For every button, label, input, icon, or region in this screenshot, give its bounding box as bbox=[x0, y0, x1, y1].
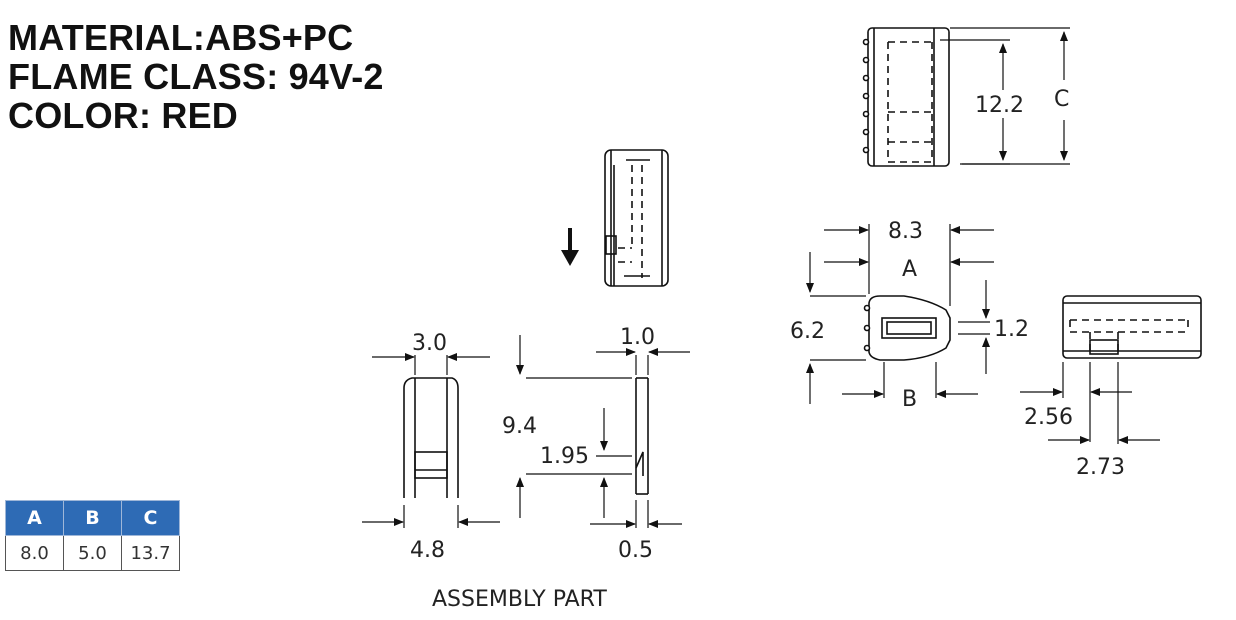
dim-label-bottom-width: 4.8 bbox=[410, 538, 445, 563]
dim-label-b: B bbox=[902, 387, 917, 412]
dim-right-left bbox=[1020, 362, 1132, 442]
dim-label-top-width: 3.0 bbox=[412, 331, 447, 356]
dim-label-right-left: 2.56 bbox=[1024, 405, 1073, 430]
dim-label-front-width: 8.3 bbox=[888, 219, 923, 244]
dim-label-side-top: 1.0 bbox=[620, 325, 655, 350]
material-label: MATERIAL:ABS+PC bbox=[8, 17, 354, 58]
dim-bottom-width bbox=[362, 505, 500, 528]
dim-top-width bbox=[372, 353, 490, 375]
front-view-part bbox=[863, 295, 951, 361]
caption-assembly-part: ASSEMBLY PART bbox=[432, 587, 607, 612]
insertion-part bbox=[604, 149, 669, 287]
dim-front-width bbox=[824, 224, 994, 306]
dim-front-height bbox=[806, 252, 866, 404]
housing-side-view bbox=[635, 377, 649, 495]
dim-label-side-step: 1.95 bbox=[540, 444, 589, 469]
dim-side-top bbox=[596, 348, 690, 375]
table-cell-a: 8.0 bbox=[5, 535, 64, 571]
dim-label-front-slot: 1.2 bbox=[994, 317, 1029, 342]
dim-right-right bbox=[1048, 362, 1160, 444]
right-side-view-part bbox=[1062, 295, 1202, 359]
dim-side-step bbox=[596, 408, 632, 518]
dimension-table: A B C 8.0 5.0 13.7 bbox=[5, 500, 180, 571]
dim-label-a: A bbox=[902, 257, 917, 282]
dim-label-front-height: 6.2 bbox=[790, 319, 825, 344]
dim-label-top-view-height: 12.2 bbox=[975, 93, 1024, 118]
color-label: COLOR: RED bbox=[8, 95, 238, 136]
spec-block: MATERIAL:ABS+PC FLAME CLASS: 94V-2 COLOR… bbox=[8, 18, 384, 135]
dim-top-view-height bbox=[940, 27, 1070, 165]
dim-label-side-bottom: 0.5 bbox=[618, 538, 653, 563]
top-view-part bbox=[862, 27, 950, 167]
dim-label-right-right: 2.73 bbox=[1076, 455, 1125, 480]
dim-front-b bbox=[842, 362, 978, 398]
dim-side-bottom bbox=[590, 500, 682, 528]
down-arrow-icon bbox=[561, 228, 579, 266]
table-cell-c: 13.7 bbox=[121, 535, 180, 571]
flame-class-label: FLAME CLASS: 94V-2 bbox=[8, 56, 384, 97]
housing-front-view bbox=[403, 377, 459, 498]
table-row: 8.0 5.0 13.7 bbox=[5, 535, 180, 571]
table-header-c: C bbox=[121, 500, 180, 536]
dim-side-height bbox=[516, 335, 632, 518]
dim-label-c: C bbox=[1054, 87, 1069, 112]
table-header-row: A B C bbox=[5, 500, 180, 536]
table-cell-b: 5.0 bbox=[63, 535, 122, 571]
dim-label-side-height: 9.4 bbox=[502, 414, 537, 439]
dim-front-slot bbox=[958, 280, 990, 374]
